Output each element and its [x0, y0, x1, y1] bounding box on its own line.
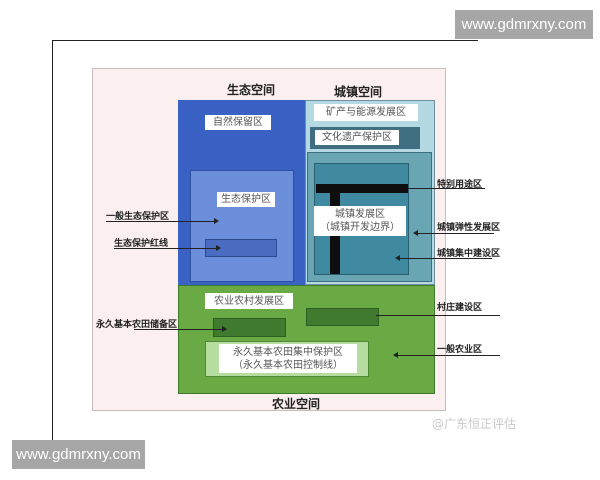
arrow-urban-elastic: [413, 230, 418, 236]
leader-line-eco-redline: [114, 248, 218, 249]
leader-line-general-agri: [398, 355, 500, 356]
heading-agricultural-space: 农业空间: [272, 397, 321, 411]
leader-line-urban-central: [400, 258, 492, 259]
urban-development-line1: 城镇发展区: [335, 209, 385, 220]
urban-development-label: 城镇发展区 （城镇开发边界）: [314, 206, 406, 236]
leader-line-urban-elastic: [418, 233, 494, 234]
leader-line-general-eco: [106, 221, 216, 222]
urban-development-line2: （城镇开发边界）: [320, 222, 400, 233]
annotation-urban-elastic: 城镇弹性发展区: [437, 223, 501, 233]
credit-watermark: @广东恒正评估: [432, 417, 517, 431]
arrow-farmland-reserve: [222, 326, 227, 332]
village-construction-zone: [306, 308, 379, 326]
watermark-bottom: www.gdmrxny.com: [12, 440, 145, 469]
leader-line-village: [376, 315, 500, 316]
cultural-heritage-label: 文化遗产保护区: [315, 130, 399, 145]
heading-ecological-space: 生态空间: [227, 83, 276, 97]
frame-border-top: [52, 40, 478, 41]
permanent-farmland-line1: 永久基本农田集中保护区: [233, 346, 343, 358]
arrow-urban-central: [395, 255, 400, 261]
eco-protection-label: 生态保护区: [217, 192, 275, 207]
annotation-special-use: 特别用途区: [437, 180, 483, 190]
arrow-eco-redline: [216, 245, 221, 251]
annotation-farmland-reserve: 永久基本农田储备区: [96, 320, 178, 330]
agri-rural-development-label: 农业农村发展区: [205, 293, 293, 309]
frame-border-left: [52, 40, 53, 440]
permanent-farmland-label: 永久基本农田集中保护区 （永久基本农田控制线）: [219, 344, 357, 373]
nature-reserve-label: 自然保留区: [205, 115, 271, 130]
mining-energy-label: 矿产与能源发展区: [314, 104, 418, 121]
arrow-general-eco: [214, 218, 219, 224]
watermark-top: www.gdmrxny.com: [455, 10, 593, 39]
leader-line-special-use: [408, 188, 485, 189]
annotation-urban-central: 城镇集中建设区: [437, 249, 501, 259]
annotation-general-agriculture: 一般农业区: [437, 345, 483, 355]
annotation-village-construction: 村庄建设区: [437, 303, 483, 313]
leader-line-farmland-reserve: [134, 329, 224, 330]
arrow-general-agri: [393, 352, 398, 358]
special-use-bar-horizontal: [316, 184, 408, 193]
permanent-farmland-line2: （永久基本农田控制线）: [233, 359, 343, 371]
annotation-general-eco-protection: 一般生态保护区: [106, 212, 170, 222]
farmland-reserve-zone: [213, 318, 286, 337]
eco-protection-zone: [190, 170, 294, 282]
heading-urban-space: 城镇空间: [334, 85, 383, 99]
annotation-eco-redline: 生态保护红线: [114, 239, 169, 249]
